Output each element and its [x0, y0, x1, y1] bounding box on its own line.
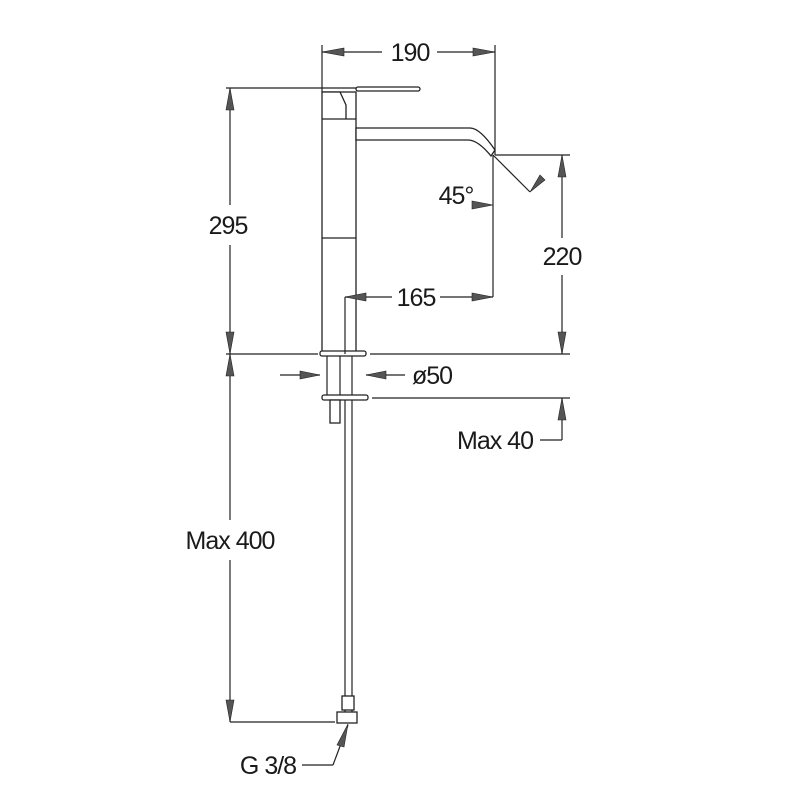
dim-spout-reach-label: 165 — [397, 284, 436, 312]
dim-width-label: 190 — [391, 39, 430, 67]
dimension-labels: 190 295 45° 220 165 ø50 Max 40 Max 400 G… — [186, 39, 583, 780]
dim-base-diameter-label: ø50 — [412, 362, 452, 390]
faucet-outline — [319, 86, 496, 724]
dim-angle-label: 45° — [439, 182, 474, 210]
dim-max-deck-label: Max 40 — [457, 427, 533, 455]
dim-max-hose-label: Max 400 — [186, 527, 275, 555]
dimension-lines — [225, 45, 570, 766]
dim-height-label: 295 — [209, 212, 248, 240]
dim-spout-height-label: 220 — [543, 243, 582, 271]
dim-connection-label: G 3/8 — [240, 752, 296, 780]
